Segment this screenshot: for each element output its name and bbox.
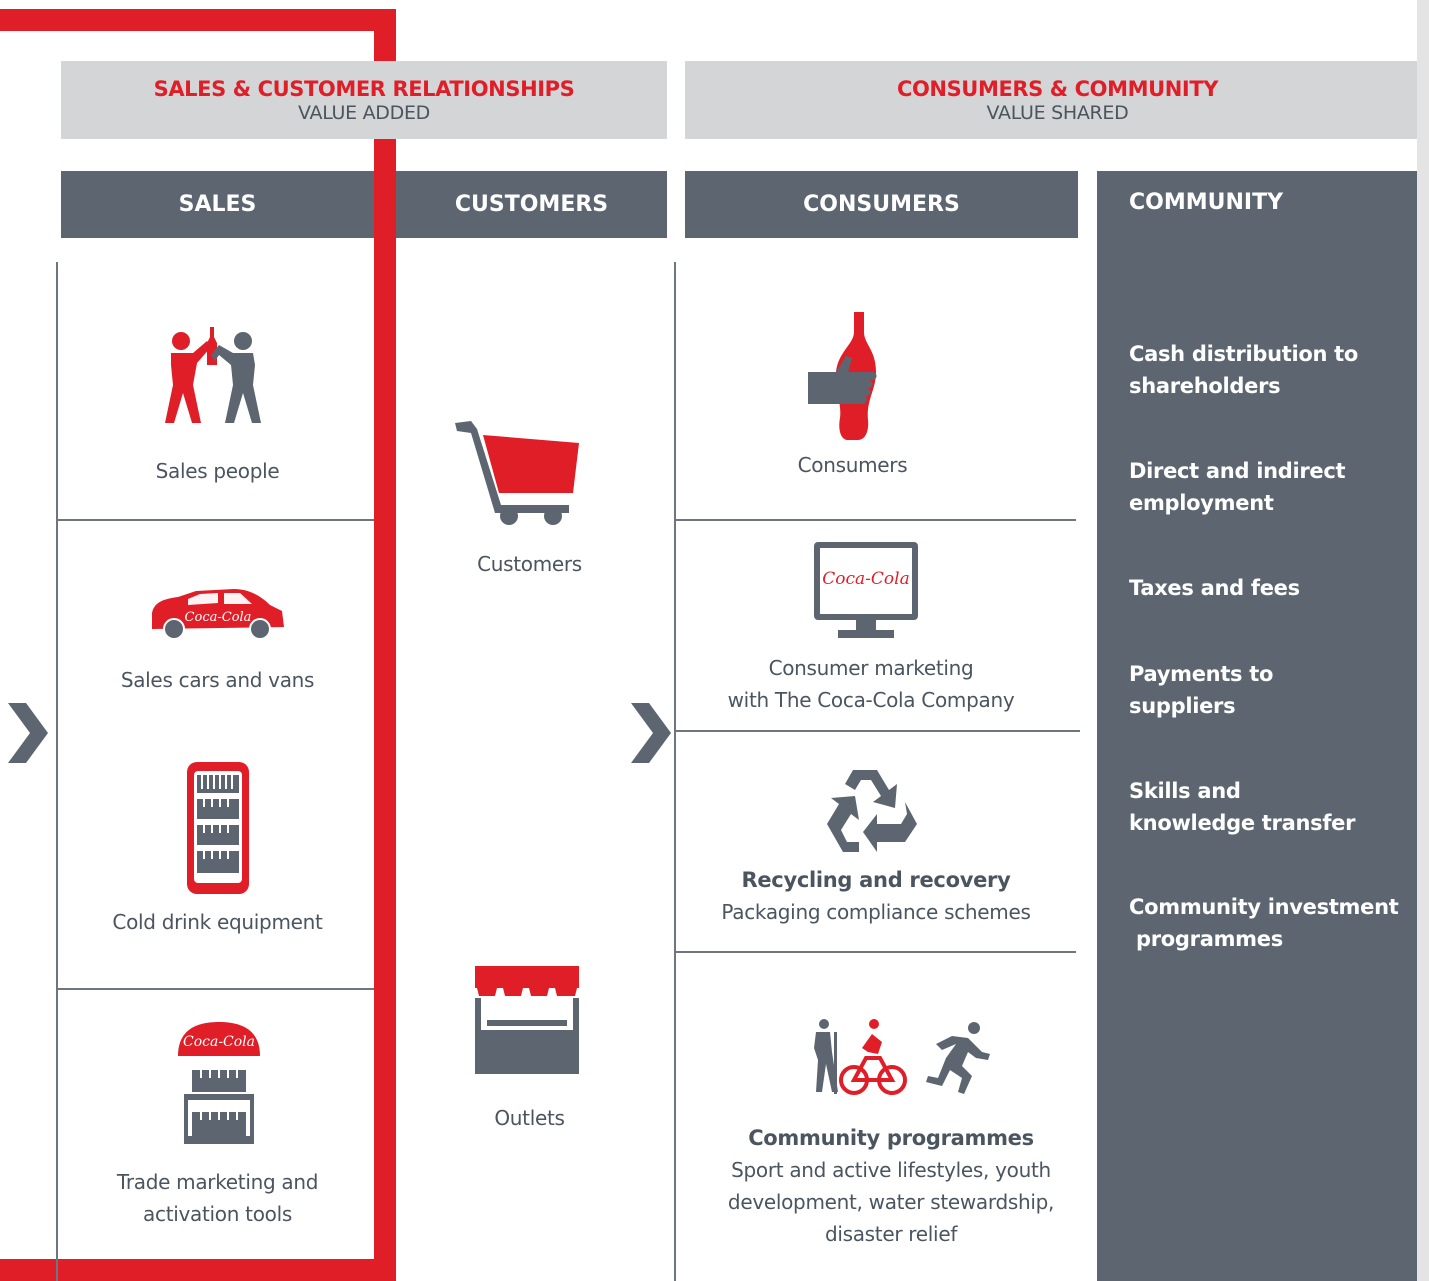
community-programmes-desc-line3: disaster relief xyxy=(824,1222,958,1246)
community-item-line2: employment xyxy=(1129,491,1274,515)
community-item: Community investment programmes xyxy=(1129,891,1414,955)
band-subtitle: VALUE ADDED xyxy=(298,101,430,124)
consumers-label: Consumers xyxy=(797,453,908,477)
community-item-line2: suppliers xyxy=(1129,694,1236,718)
community-item: Direct and indirect employment xyxy=(1129,455,1429,519)
community-item-line1: Skills and xyxy=(1129,779,1241,803)
thumbs-up-bottle-icon xyxy=(808,312,877,440)
community-item-line1: Payments to xyxy=(1129,662,1274,686)
car-logo-text: Coca-Cola xyxy=(185,610,252,625)
band-sales-customer: SALES & CUSTOMER RELATIONSHIPS VALUE ADD… xyxy=(61,61,667,139)
cold-drink-fridge-icon xyxy=(187,762,249,894)
customers-label: Customers xyxy=(477,552,582,576)
sales-vertical-divider xyxy=(56,262,58,1281)
sales-divider xyxy=(56,988,374,990)
cold-drink-label: Cold drink equipment xyxy=(112,910,323,934)
consumer-marketing-label: Consumer marketing with The Coca-Cola Co… xyxy=(685,652,1057,716)
column-header-consumers: CONSUMERS xyxy=(685,171,1078,238)
column-header-community: COMMUNITY xyxy=(1129,190,1284,215)
trade-marketing-label-line2: activation tools xyxy=(143,1202,292,1226)
outlet-stall-icon xyxy=(475,966,579,1074)
sales-car-icon: Coca-Cola xyxy=(152,589,284,639)
community-programmes-title: Community programmes xyxy=(748,1126,1034,1150)
community-item-line1: Taxes and fees xyxy=(1129,576,1300,600)
chevron-right-icon xyxy=(631,703,671,763)
consumers-divider xyxy=(674,519,1076,521)
trade-marketing-stand-icon: Coca-Cola xyxy=(178,1022,260,1144)
consumers-vertical-divider xyxy=(674,262,676,1281)
community-item-line2: programmes xyxy=(1129,927,1283,951)
community-item-line1: Community investment xyxy=(1129,895,1399,919)
shopping-cart-icon xyxy=(455,421,579,525)
community-programmes-desc-line2: development, water stewardship, xyxy=(727,1190,1055,1214)
monitor-logo-text: Coca-Cola xyxy=(822,569,909,589)
recycling-desc: Packaging compliance schemes xyxy=(721,900,1031,924)
band-title: SALES & CUSTOMER RELATIONSHIPS xyxy=(153,76,575,101)
scrollbar[interactable] xyxy=(1417,0,1429,1281)
community-item-line2: shareholders xyxy=(1129,374,1281,398)
community-programmes-desc-line1: Sport and active lifestyles, youth xyxy=(731,1158,1051,1182)
community-programmes-label: Community programmes Sport and active li… xyxy=(685,1122,1097,1250)
sales-people-icon xyxy=(165,327,261,423)
band-title: CONSUMERS & COMMUNITY xyxy=(896,76,1219,101)
community-item-line1: Cash distribution to xyxy=(1129,342,1359,366)
recycle-icon xyxy=(827,770,917,852)
community-item: Skills and knowledge transfer xyxy=(1129,775,1429,839)
column-header-customers: CUSTOMERS xyxy=(396,171,667,238)
community-item: Cash distribution to shareholders xyxy=(1129,338,1429,402)
sales-cars-label: Sales cars and vans xyxy=(120,668,315,692)
outlets-label: Outlets xyxy=(494,1106,565,1130)
band-consumers-community: CONSUMERS & COMMUNITY VALUE SHARED xyxy=(685,61,1429,139)
monitor-icon: Coca-Cola xyxy=(814,542,918,638)
community-item-line2: knowledge transfer xyxy=(1129,811,1356,835)
hiking-cycling-running-icon xyxy=(814,1019,990,1095)
community-panel xyxy=(1097,171,1417,1281)
recycling-title: Recycling and recovery xyxy=(741,868,1011,892)
community-item: Payments to suppliers xyxy=(1129,658,1429,722)
consumer-marketing-line2: with The Coca-Cola Company xyxy=(727,688,1015,712)
consumer-marketing-line1: Consumer marketing xyxy=(768,656,974,680)
band-subtitle: VALUE SHARED xyxy=(986,101,1129,124)
community-item-line1: Direct and indirect xyxy=(1129,459,1346,483)
consumers-divider xyxy=(674,951,1076,953)
column-header-sales: SALES xyxy=(61,171,374,238)
highlight-frame xyxy=(0,9,396,1281)
trade-marketing-label: Trade marketing and activation tools xyxy=(61,1166,374,1230)
sales-people-label: Sales people xyxy=(155,459,280,483)
trade-marketing-label-line1: Trade marketing and xyxy=(116,1170,319,1194)
recycling-label: Recycling and recovery Packaging complia… xyxy=(685,864,1067,928)
sales-divider xyxy=(56,519,374,521)
stand-logo-text: Coca-Cola xyxy=(183,1034,255,1050)
community-item: Taxes and fees xyxy=(1129,572,1429,604)
chevron-right-icon xyxy=(8,703,48,763)
consumers-divider xyxy=(674,730,1080,732)
